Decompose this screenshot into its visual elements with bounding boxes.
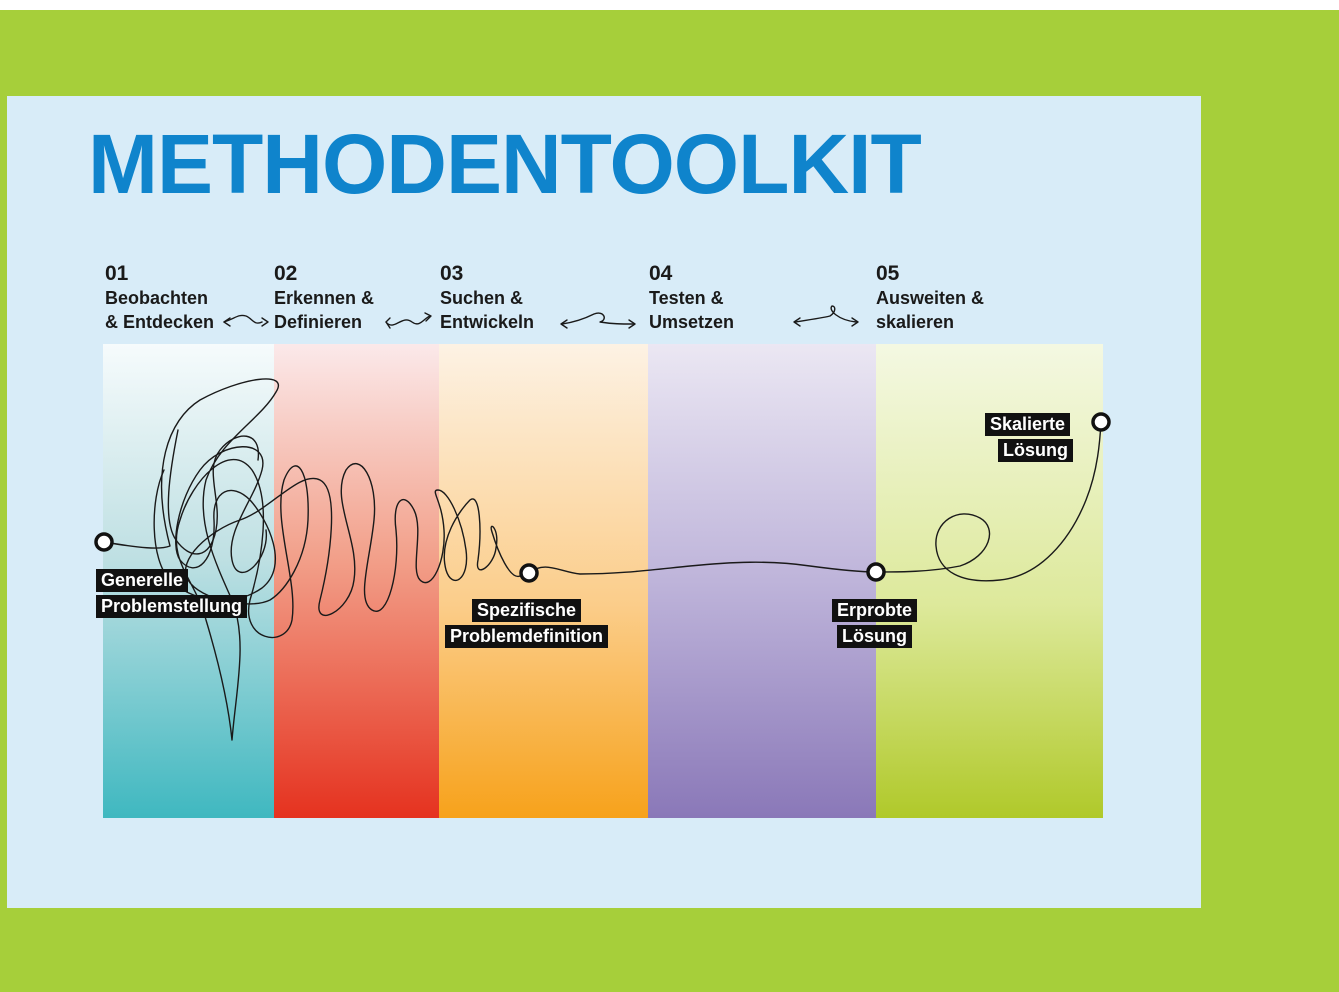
phase-label-line2: Definieren [274,312,363,332]
milestone-label: Spezifische [472,599,582,622]
phase-number: 05 [876,262,900,285]
double-arrow-icon [793,305,859,327]
phase-number: 02 [274,262,298,285]
phase-label-line2: skalieren [876,312,955,332]
milestone-label: Lösung [837,625,912,648]
double-arrow-icon [385,312,432,329]
phase-01-header: 01 Beobachten & Entdecken [105,262,214,334]
phase-label-line1: Ausweiten & [876,288,985,308]
phase-band-02 [274,344,439,818]
page-title: METHODENTOOLKIT [88,117,922,211]
phase-label-line2: Entwickeln [440,312,535,332]
milestone-label: Generelle [96,569,189,592]
top-border [0,0,1339,10]
phase-label-line1: Suchen & [440,288,524,308]
phase-03-header: 03 Suchen & Entwickeln [440,262,534,334]
phase-label-line2: Umsetzen [649,312,735,332]
milestone-label: Problemdefinition [445,625,608,648]
phase-02-header: 02 Erkennen & Definieren [274,262,374,334]
milestone-node-icon [519,563,539,583]
milestone-label: Skalierte [985,413,1071,436]
phase-band-03 [439,344,648,818]
scribble-path [103,378,530,741]
phase-number: 01 [105,262,129,285]
phase-number: 03 [440,262,464,285]
phase-label-line2: & Entdecken [105,312,215,332]
phase-band-04 [648,344,876,818]
double-arrow-icon [223,314,269,327]
phase-number: 04 [649,262,673,285]
milestone-label: Erprobte [832,599,918,622]
milestone-label: Problemstellung [96,595,248,618]
phase-label-line1: Beobachten [105,288,209,308]
phase-05-header: 05 Ausweiten & skalieren [876,262,984,334]
phase-label-line1: Testen & [649,288,724,308]
phase-04-header: 04 Testen & Umsetzen [649,262,734,334]
double-arrow-icon [560,312,636,329]
path-line [528,561,877,575]
phase-label-line1: Erkennen & [274,288,375,308]
milestone-node-icon [1091,412,1111,432]
milestone-node-icon [866,562,886,582]
milestone-label: Lösung [998,439,1073,462]
milestone-node-icon [94,532,114,552]
path-line [875,421,1102,582]
